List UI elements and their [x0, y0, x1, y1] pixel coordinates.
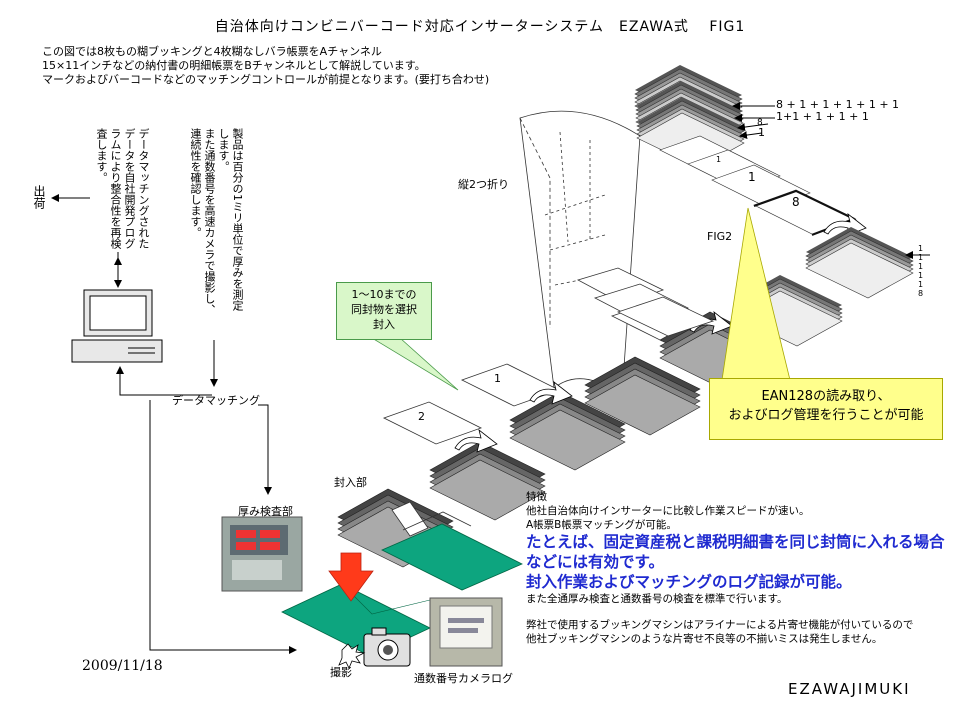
sheet-number-1: 1 [748, 170, 756, 184]
signature-label: EZAWAJIMUKI [788, 680, 911, 698]
feature-line: また全通厚み検査と通数番号の検査を標準で行います。 [526, 593, 788, 605]
fig2-label: FIG2 [707, 230, 733, 243]
shooting-label: 撮影 [330, 666, 352, 679]
feature-highlight: たとえば、固定資産税と課税明細書を同じ封筒に入れる場合などには有効です。 [526, 533, 945, 571]
feature-line: 弊社で使用するブッキングマシンはアライナーによる片寄せ機能が付いているので [526, 619, 914, 631]
insert-section-label: 封入部 [334, 476, 367, 489]
stack-count-row1: 8 + 1 + 1 + 1 + 1 + 1 [776, 98, 900, 111]
feature-highlight: 封入作業およびマッチングのログ記録が可能。 [526, 573, 852, 591]
page-title: 自治体向けコンビニバーコード対応インサーターシステム EZAWA式 FIG1 [214, 19, 746, 35]
sheet-label-1: 1 [494, 372, 501, 385]
sheet-number-8: 8 [792, 195, 800, 209]
stack-count-row2: 1+1 + 1 + 1 + 1 [776, 110, 869, 123]
date-label: 2009/11/18 [82, 658, 163, 674]
tiny-sheet-number: 1 [716, 155, 722, 164]
data-recheck-note: データマッチングされた データを自社開発プログ ラムにより整合性を再検 査します… [95, 128, 150, 249]
booking-stacks-top [634, 64, 857, 236]
green-envelope [381, 523, 523, 591]
features-block: 特徴 他社自治体向けインサーターに比較し作業スピードが速い。 A帳票B帳票マッチ… [526, 490, 956, 646]
shipping-label: 出荷 [32, 185, 46, 209]
stack-count-8: 8 [757, 118, 763, 128]
thickness-inspection-label: 厚み検査部 [238, 505, 293, 518]
sheet-label-2: 2 [418, 410, 425, 423]
camera-icon [363, 627, 411, 667]
red-down-arrow [328, 552, 374, 602]
data-matching-label: データマッチング [172, 394, 260, 407]
feature-line: A帳票B帳票マッチングが可能。 [526, 519, 677, 531]
thickness-note: 製品は百分の1ミリ単位で厚みを測定 します。 また通数番号を高速カメラで撮影し、… [189, 128, 244, 315]
camera-log-photo [429, 597, 503, 667]
flash-icon [338, 643, 366, 669]
feature-line: 他社自治体向けインサーターに比較し作業スピードが速い。 [526, 505, 810, 517]
features-heading: 特徴 [526, 491, 547, 503]
insert-selection-callout: 1〜10までの 同封物を選択 封入 [336, 282, 432, 340]
ean128-callout: EAN128の読み取り、 およびログ管理を行うことが可能 [709, 378, 943, 440]
stack-count-1: 1 [758, 126, 765, 139]
fold-label: 縦2つ折り [458, 178, 509, 191]
computer-icon [71, 289, 163, 363]
feature-line: 他社ブッキングマシンのような片寄せ不良等の不揃いミスは発生しません。 [526, 633, 883, 645]
thickness-inspection-photo [221, 516, 303, 592]
camera-log-label: 通数番号カメラログ [414, 672, 513, 685]
